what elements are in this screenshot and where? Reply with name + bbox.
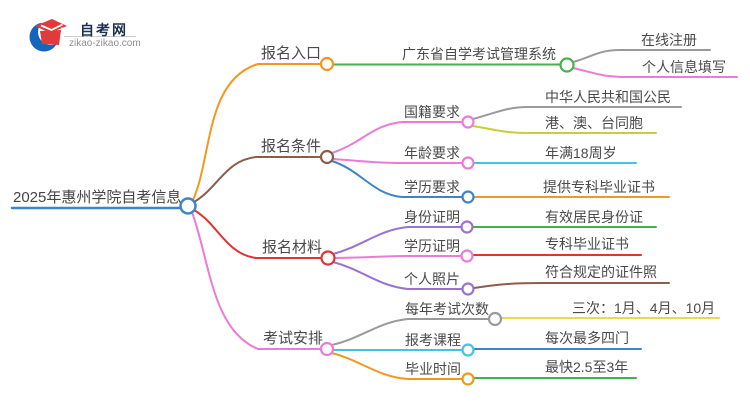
node-circle-signup-conditions (319, 149, 335, 165)
edge-mat-to-edu-cert (333, 255, 462, 259)
edge-system-to-register (572, 49, 711, 63)
mindmap-node-circles (179, 56, 575, 386)
leaf-label-prc-citizen: 中华人民共和国公民 (545, 89, 671, 105)
logo-cap-chevron (40, 23, 63, 31)
node-label-exam-system: 广东省自学考试管理系统 (402, 46, 556, 62)
branch-label-signup-conditions: 报名条件 (261, 138, 322, 155)
edge-nationality-to-prc (472, 106, 682, 120)
edge-cond-to-education (331, 160, 463, 198)
edge-cond-to-age (332, 158, 463, 164)
leaf-label-compliant-photo: 符合规定的证件照 (545, 264, 657, 280)
node-circle-exam-schedule (319, 341, 335, 357)
node-circle-root (179, 197, 197, 215)
branch-label-signup-entry: 报名入口 (261, 45, 322, 62)
leaf-label-provide-diploma: 提供专科毕业证书 (543, 179, 655, 195)
edge-root-to-exam-schedule (191, 211, 322, 350)
leaf-label-fastest-years: 最快2.5至3年 (545, 359, 629, 375)
edge-nationality-to-hkmotw (472, 125, 657, 134)
node-circle-graduation (461, 372, 475, 386)
node-label-courses: 报考课程 (405, 332, 461, 348)
node-label-edu-proof: 学历证明 (404, 238, 460, 254)
leaf-label-age-18: 年满18周岁 (545, 145, 617, 161)
node-circle-age (461, 156, 475, 170)
branch-label-exam-schedule: 考试安排 (263, 330, 324, 347)
leaf-label-online-register: 在线注册 (641, 32, 697, 48)
edge-mat-to-photo (332, 261, 463, 290)
edge-photo-to-idphoto (473, 282, 670, 289)
node-circle-nationality (461, 115, 475, 129)
edge-root-to-signup-materials (193, 209, 323, 259)
node-circle-edu-proof (460, 249, 474, 263)
logo-cap-board (35, 19, 67, 33)
branch-label-signup-materials: 报名材料 (262, 239, 323, 256)
node-circle-signup-materials (320, 250, 336, 266)
node-circle-courses (461, 343, 475, 357)
node-label-id-proof: 身份证明 (404, 209, 460, 225)
node-circle-exam-times (487, 311, 503, 327)
logo-cap-arrow (61, 27, 69, 34)
leaf-label-max-four-courses: 每次最多四门 (545, 330, 629, 346)
edge-system-to-fill-info (572, 67, 738, 78)
leaf-label-fill-personal-info: 个人信息填写 (642, 59, 726, 75)
node-circle-system (559, 57, 575, 73)
node-circle-education (461, 190, 475, 204)
node-circle-id-proof (460, 220, 474, 234)
leaf-label-valid-id-card: 有效居民身份证 (545, 209, 643, 225)
root-node-label: 2025年惠州学院自考信息 (13, 189, 182, 206)
node-label-age-req: 年龄要求 (404, 145, 460, 161)
logo-site-url: zikao-zikao.com (69, 38, 141, 49)
node-circle-photo (461, 282, 475, 296)
node-label-personal-photo: 个人照片 (404, 271, 460, 287)
logo-cap-base (40, 30, 61, 45)
leaf-label-college-diploma: 专科毕业证书 (545, 236, 629, 252)
leaf-label-three-times: 三次：1月、4月、10月 (572, 300, 716, 316)
node-label-graduation-time: 毕业时间 (405, 361, 461, 377)
logo-site-name: 自考网 (80, 22, 128, 38)
zikao-logo-icon (29, 19, 136, 52)
edge-sched-to-times (331, 318, 490, 346)
edge-root-to-signup-entry (192, 63, 322, 201)
edge-mat-to-id (332, 226, 462, 255)
node-label-education-req: 学历要求 (404, 179, 460, 195)
edge-root-to-signup-conditions (193, 156, 322, 203)
edge-sched-to-graduation (331, 352, 463, 380)
edge-cond-to-nationality (331, 121, 463, 154)
node-label-nationality-req: 国籍要求 (404, 104, 460, 120)
mindmap-edges (10, 49, 738, 380)
node-label-exam-times: 每年考试次数 (405, 301, 489, 317)
leaf-label-hk-mo-tw: 港、澳、台同胞 (545, 115, 643, 131)
node-circle-signup-entry (319, 56, 335, 72)
